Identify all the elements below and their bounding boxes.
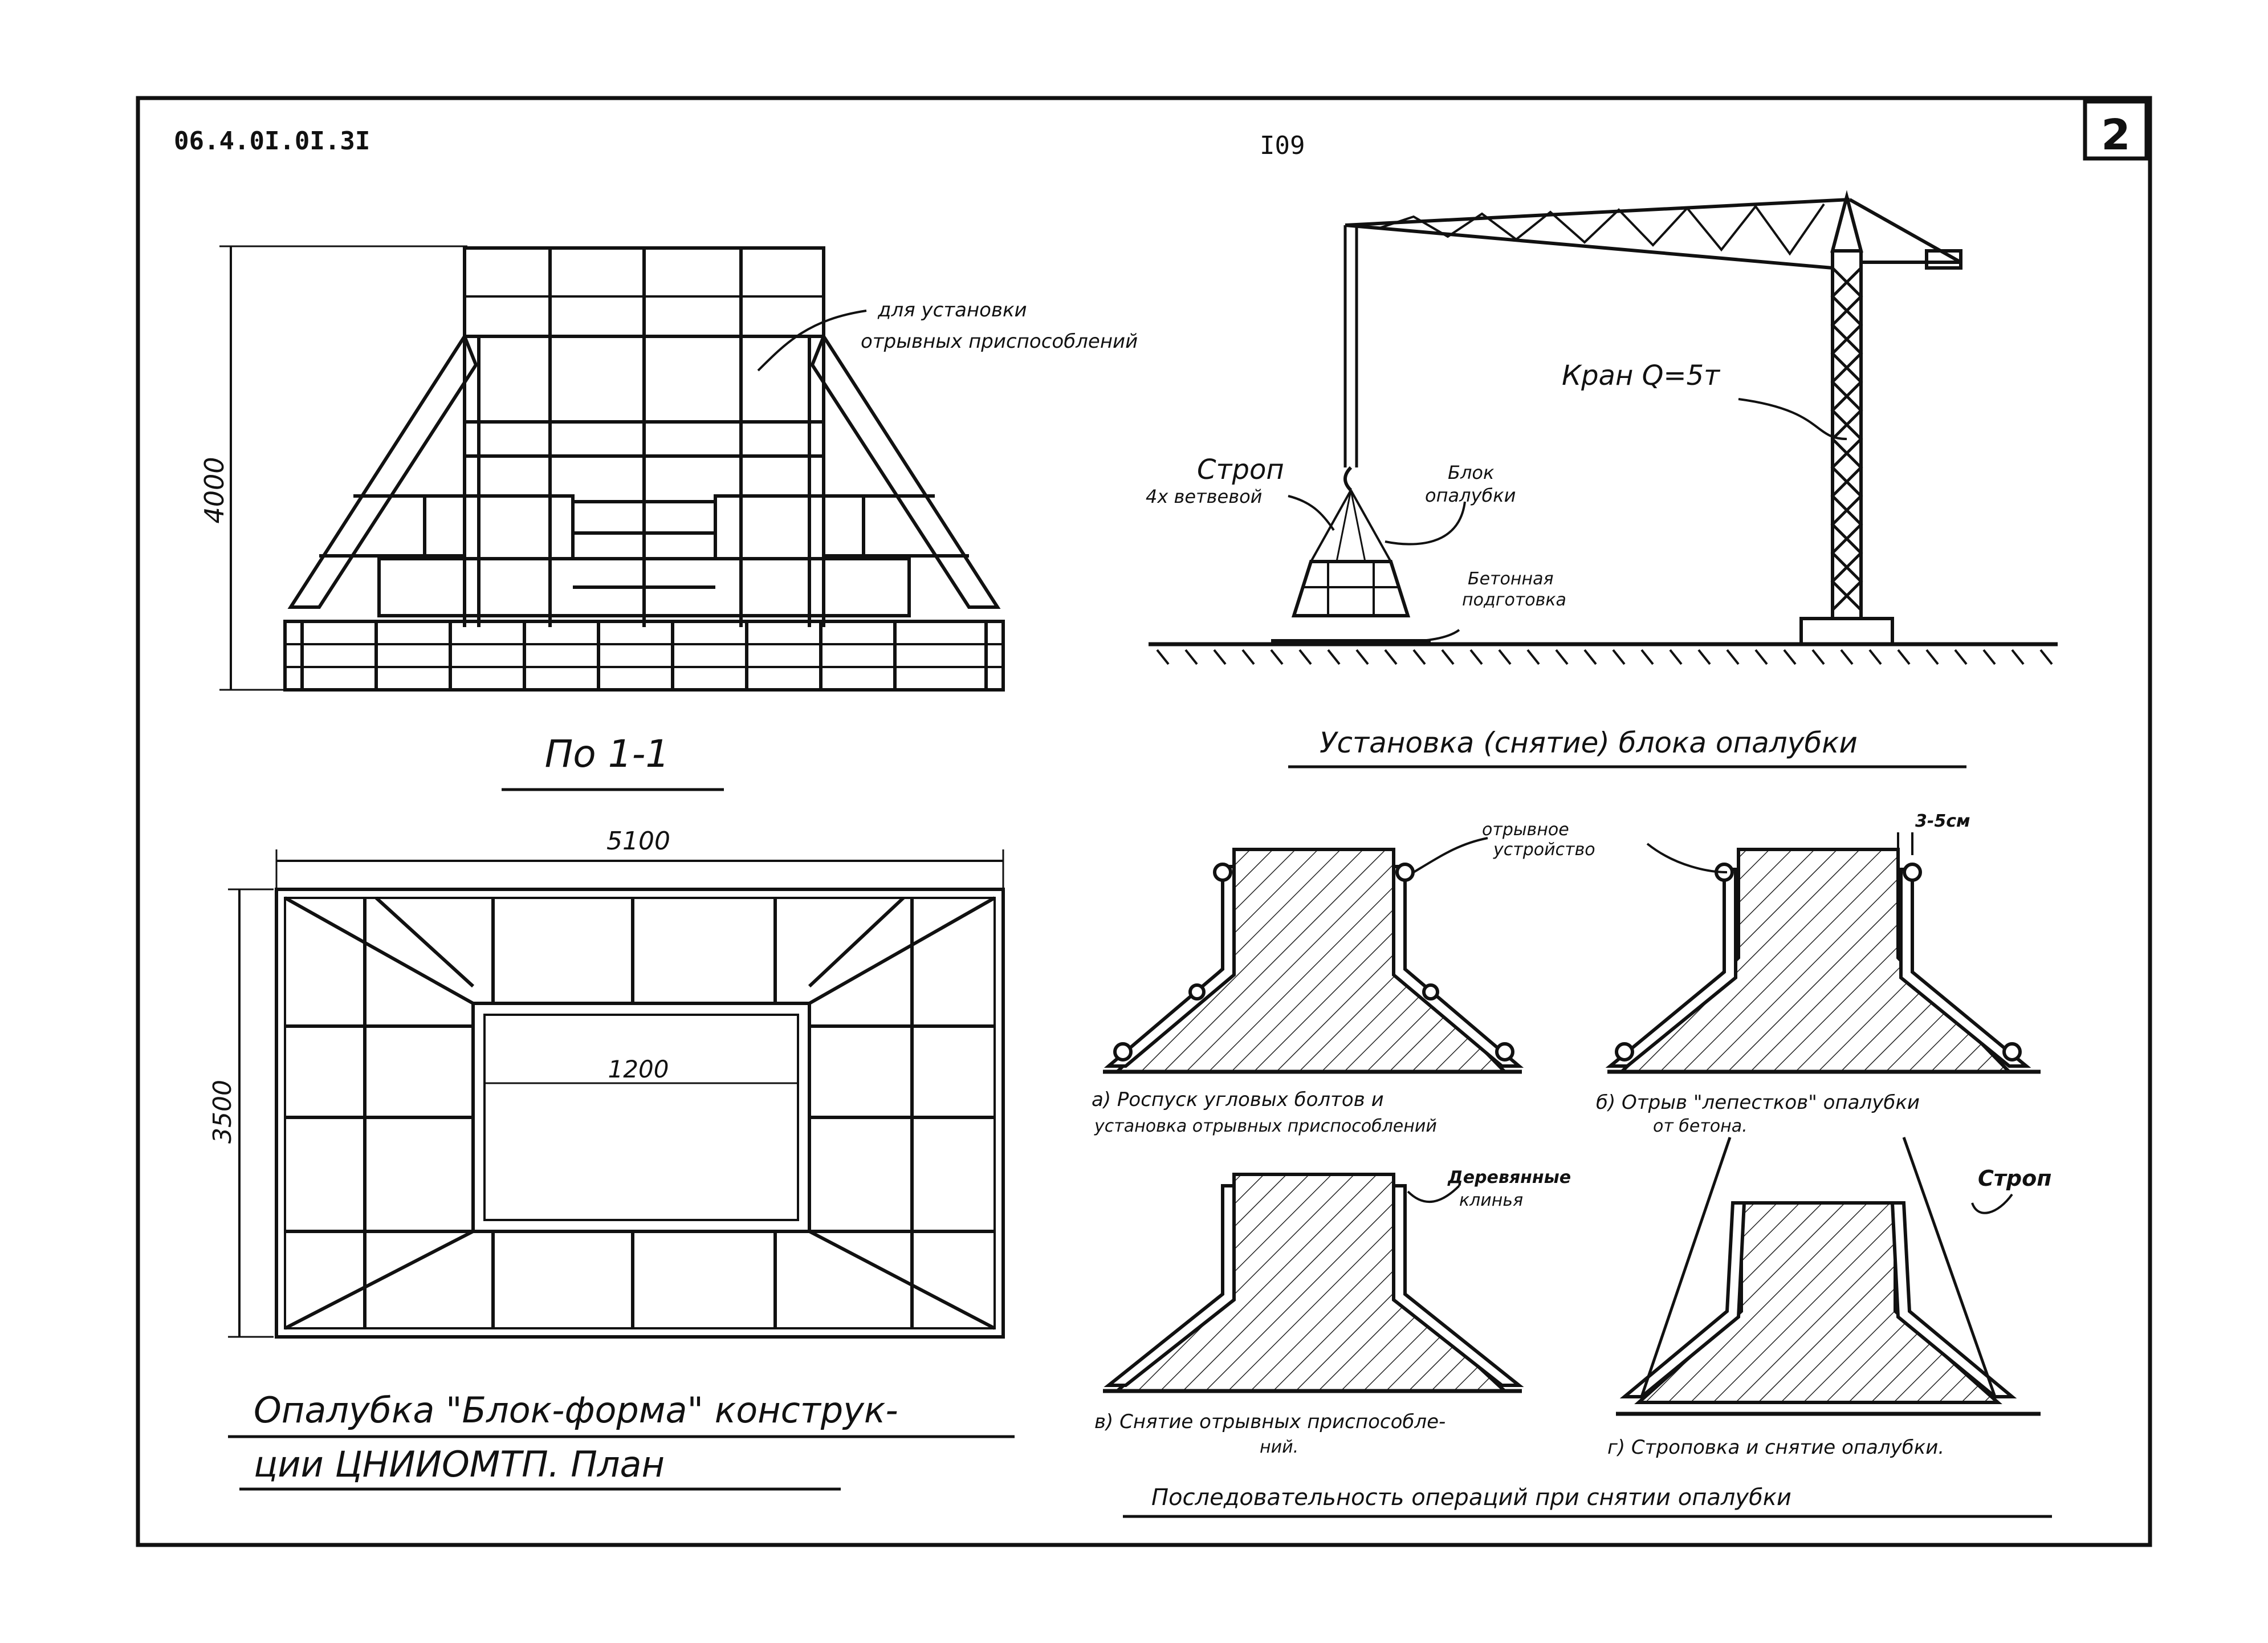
plan-view — [228, 849, 1005, 1339]
plan-caption-line-1: Опалубка "Блок-форма" конструк- — [254, 1389, 898, 1431]
section-callout-line-1: для установки — [877, 299, 1027, 322]
step-b-caption-line-1: б) Отрыв "лепестков" опалубки — [1596, 1091, 1920, 1114]
callout-wedges-line-1: Деревянные — [1447, 1168, 1571, 1187]
doc-code: 06.4.0I.0I.3I — [174, 127, 370, 156]
callout-device-line-1: отрывное — [1482, 820, 1569, 840]
plan-dimension-height: 3500 — [208, 1080, 237, 1144]
callout-wedges-line-2: клинья — [1459, 1190, 1523, 1210]
plan-opening-width: 1200 — [608, 1055, 669, 1083]
base-label-line-2: подготовка — [1462, 590, 1566, 610]
section-callout-line-2: отрывных приспособлений — [861, 330, 1138, 353]
section-dimension-height: 4000 — [199, 457, 230, 523]
sequence-step-b — [1605, 832, 2041, 1074]
section-view — [219, 245, 1005, 692]
crane-label: Кран Q=5т — [1562, 360, 1721, 392]
step-a-caption-line-1: а) Роспуск угловых болтов и — [1092, 1088, 1384, 1111]
step-c-caption-line-2: ний. — [1260, 1437, 1298, 1457]
step-a-caption-line-2: установка отрывных приспособлений — [1094, 1116, 1437, 1136]
sling-label-line-2: 4х ветвевой — [1146, 486, 1262, 507]
block-label-line-2: опалубки — [1425, 485, 1516, 506]
sling-label-line-1: Строп — [1197, 454, 1284, 486]
page-number: I09 — [1260, 131, 1305, 160]
step-c-caption-line-1: в) Снятие отрывных приспособле- — [1094, 1410, 1446, 1433]
sequence-caption: Последовательность операций при снятии о… — [1151, 1485, 1791, 1511]
sheet-border — [136, 96, 2152, 1547]
step-d-caption: г) Строповка и снятие опалубки. — [1607, 1436, 1944, 1459]
sequence-step-d — [1616, 1137, 2041, 1416]
crane-view — [1149, 190, 2058, 665]
step-b-caption-line-2: от бетона. — [1653, 1116, 1748, 1136]
section-caption: По 1-1 — [545, 732, 670, 776]
plan-caption-line-2: ции ЦНИИОМТП. План — [254, 1443, 665, 1485]
callout-sling: Строп — [1978, 1166, 2051, 1191]
sequence-leaders — [1407, 837, 2013, 1214]
gap-label: 3-5см — [1915, 811, 1970, 831]
callout-device-line-2: устройство — [1493, 840, 1595, 860]
plan-dimension-width: 5100 — [606, 827, 670, 856]
sheet-number-box — [2083, 99, 2149, 161]
block-label-line-1: Блок — [1448, 462, 1495, 483]
sheet-number: 2 — [2101, 111, 2131, 160]
sequence-step-c — [1103, 1173, 1524, 1393]
base-label-line-1: Бетонная — [1468, 569, 1554, 589]
crane-caption: Установка (снятие) блока опалубки — [1320, 726, 1858, 759]
sequence-step-a — [1103, 848, 1524, 1074]
